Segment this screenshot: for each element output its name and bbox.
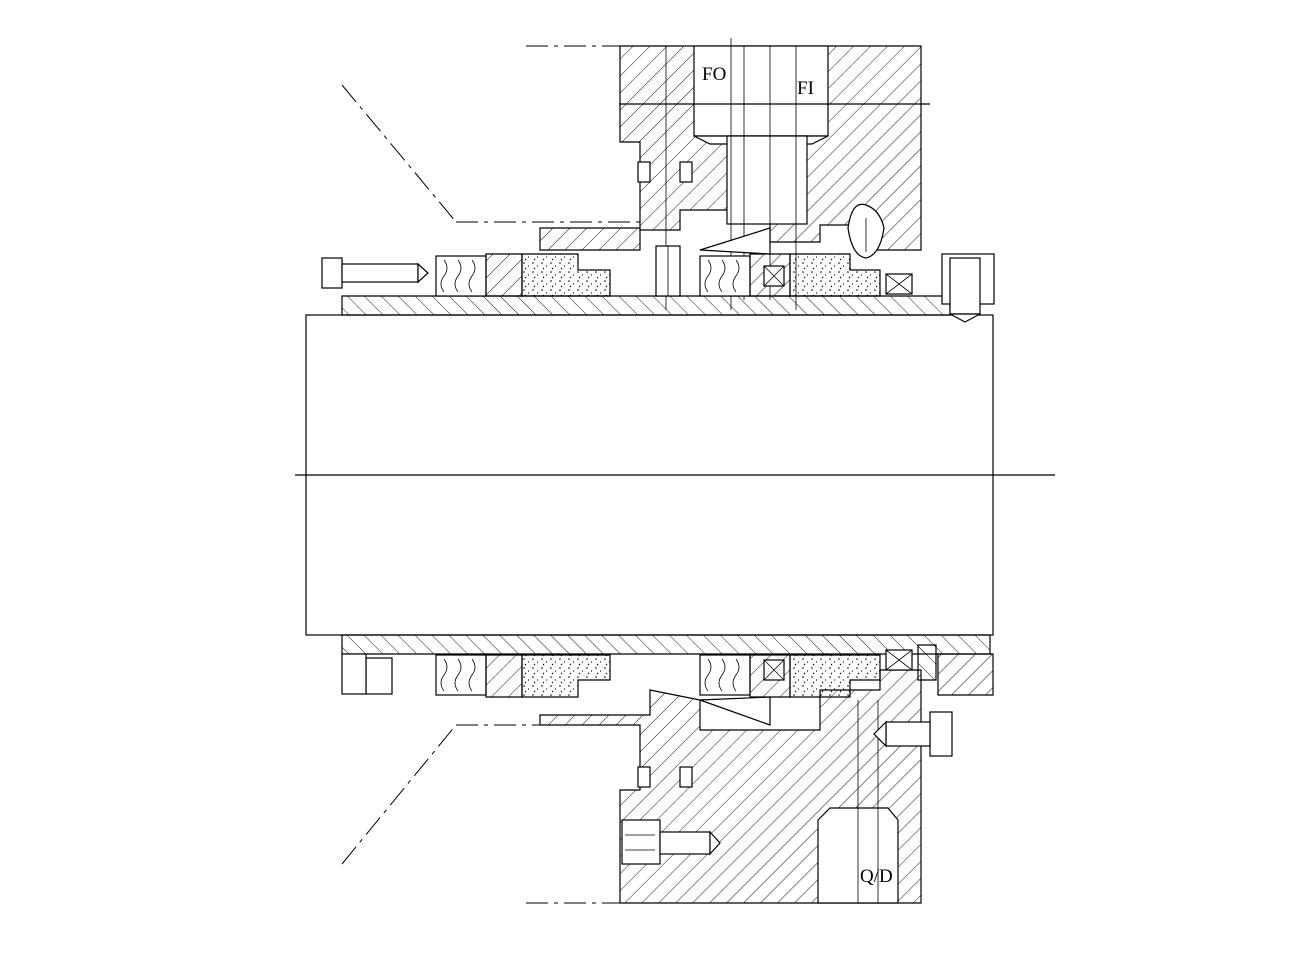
seal-assembly-bottom [341, 634, 994, 757]
port-label-flush-out: FO [702, 64, 726, 85]
seal-assembly-top [321, 227, 995, 323]
pump-case-phantom [341, 45, 640, 904]
port-label-quench-drain: Q/D [860, 866, 893, 887]
port-label-flush-in: FI [797, 78, 814, 99]
gland-top [619, 38, 930, 310]
gland-bottom [539, 669, 922, 904]
shaft [295, 314, 1055, 636]
